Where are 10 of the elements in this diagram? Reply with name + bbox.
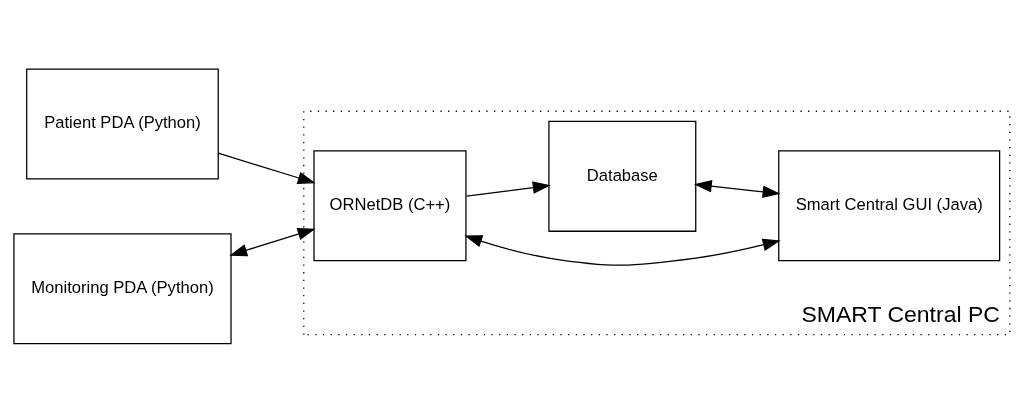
node-box: Patient PDA (Python) — [26, 68, 219, 180]
node-box: Smart Central GUI (Java) — [778, 150, 1001, 262]
arrow — [217, 152, 316, 184]
arrow — [464, 235, 781, 266]
arrow — [465, 181, 551, 197]
node-box: Database — [548, 120, 697, 232]
arrow — [693, 179, 781, 199]
node-box: ORNetDB (C++) — [313, 150, 467, 262]
arrow — [229, 228, 316, 257]
node-box: Monitoring PDA (Python) — [13, 233, 232, 345]
